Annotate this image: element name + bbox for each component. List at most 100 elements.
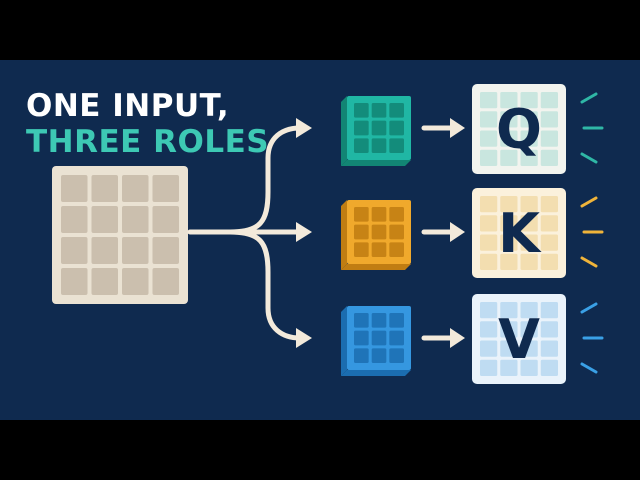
output-matrix-cell — [500, 111, 518, 128]
branch-arrow-line — [227, 229, 303, 341]
emphasis-tick — [580, 196, 598, 208]
weight-matrix-cell — [371, 330, 387, 346]
output-matrix-cell — [500, 321, 518, 338]
role-query: Q — [341, 84, 604, 174]
title-line-2: THREE ROLES — [26, 124, 270, 160]
weight-block-bottom — [341, 264, 411, 270]
emphasis-tick — [580, 362, 598, 374]
output-matrix-cell — [480, 253, 498, 270]
weight-matrix-cell — [354, 330, 369, 346]
weight-matrix-cell — [371, 207, 387, 222]
weight-block-bottom — [341, 370, 411, 376]
input-matrix-cell — [61, 206, 88, 233]
weight-matrix-cell — [389, 224, 404, 240]
weight-matrix-cell — [371, 120, 387, 136]
output-matrix-cell — [480, 340, 498, 357]
output-matrix-cell — [500, 234, 518, 251]
output-matrix-cell — [500, 253, 518, 270]
weight-matrix-cell — [354, 120, 369, 136]
arrow-head — [450, 118, 465, 138]
input-matrix-cell — [61, 175, 88, 202]
input-matrix-cell — [152, 268, 179, 295]
arrow-head — [296, 328, 312, 348]
output-matrix-cell — [480, 92, 498, 109]
output-matrix-cell — [520, 149, 538, 166]
qkv-diagram: QKV — [52, 84, 604, 384]
input-matrix-cell — [152, 237, 179, 264]
output-matrix-cell — [480, 130, 498, 147]
weight-matrix-cell — [371, 138, 387, 153]
output-matrix-cell — [500, 215, 518, 232]
output-matrix-cell — [500, 196, 518, 213]
input-matrix-cell — [61, 268, 88, 295]
weight-block-side — [341, 96, 347, 166]
weight-matrix-cell — [371, 224, 387, 240]
output-matrix-cell — [520, 340, 538, 357]
weight-matrix-cell — [389, 330, 404, 346]
output-matrix-cell — [540, 340, 558, 357]
title-line-1: ONE INPUT, — [26, 88, 230, 124]
arrow-head — [296, 222, 312, 242]
output-matrix-cell — [540, 92, 558, 109]
output-matrix-cell — [520, 196, 538, 213]
weight-matrix-cell — [371, 313, 387, 328]
output-matrix-cell — [480, 321, 498, 338]
output-matrix-cell — [500, 340, 518, 357]
output-matrix-cell — [480, 196, 498, 213]
output-matrix-cell — [540, 253, 558, 270]
output-matrix-cell — [540, 359, 558, 376]
input-matrix-cell — [61, 237, 88, 264]
input-matrix-cell — [122, 268, 149, 295]
output-matrix-cell — [540, 111, 558, 128]
output-matrix-cell — [500, 149, 518, 166]
input-matrix-cell — [122, 175, 149, 202]
weight-matrix-cell — [389, 242, 404, 257]
weight-block-side — [341, 200, 347, 270]
input-matrix-cell — [122, 206, 149, 233]
weight-matrix-cell — [354, 242, 369, 257]
weight-matrix-cell — [389, 207, 404, 222]
weight-matrix-cell — [354, 224, 369, 240]
output-matrix-cell — [500, 302, 518, 319]
input-matrix-cell — [91, 206, 118, 233]
arrow-head — [450, 222, 465, 242]
output-matrix-cell — [520, 234, 538, 251]
output-matrix-cell — [520, 215, 538, 232]
output-matrix-cell — [520, 302, 538, 319]
emphasis-tick — [580, 302, 598, 314]
arrow-head — [296, 118, 312, 138]
weight-matrix-cell — [354, 103, 369, 118]
role-key: K — [341, 188, 604, 278]
output-matrix-cell — [500, 359, 518, 376]
output-matrix-cell — [540, 321, 558, 338]
output-matrix-cell — [480, 215, 498, 232]
output-matrix-cell — [480, 234, 498, 251]
output-matrix-cell — [480, 149, 498, 166]
weight-matrix-cell — [389, 103, 404, 118]
output-matrix-cell — [540, 149, 558, 166]
output-matrix-cell — [520, 321, 538, 338]
output-matrix-cell — [520, 92, 538, 109]
role-value: V — [341, 294, 604, 384]
role-letter-value: V — [498, 308, 540, 371]
input-matrix-cell — [91, 268, 118, 295]
output-matrix-cell — [520, 111, 538, 128]
weight-matrix-cell — [354, 207, 369, 222]
input-matrix-cell — [152, 206, 179, 233]
weight-matrix-cell — [354, 138, 369, 153]
input-matrix-cell — [122, 237, 149, 264]
weight-matrix-cell — [389, 138, 404, 153]
weight-matrix-cell — [389, 120, 404, 136]
output-matrix-cell — [540, 302, 558, 319]
weight-matrix-cell — [371, 103, 387, 118]
output-matrix-cell — [500, 92, 518, 109]
emphasis-tick — [580, 92, 598, 104]
output-matrix-cell — [500, 130, 518, 147]
input-matrix-cell — [152, 175, 179, 202]
weight-matrix-cell — [371, 348, 387, 363]
output-matrix-cell — [540, 196, 558, 213]
weight-matrix-cell — [354, 313, 369, 328]
weight-block-side — [341, 306, 347, 376]
emphasis-tick — [580, 256, 598, 268]
